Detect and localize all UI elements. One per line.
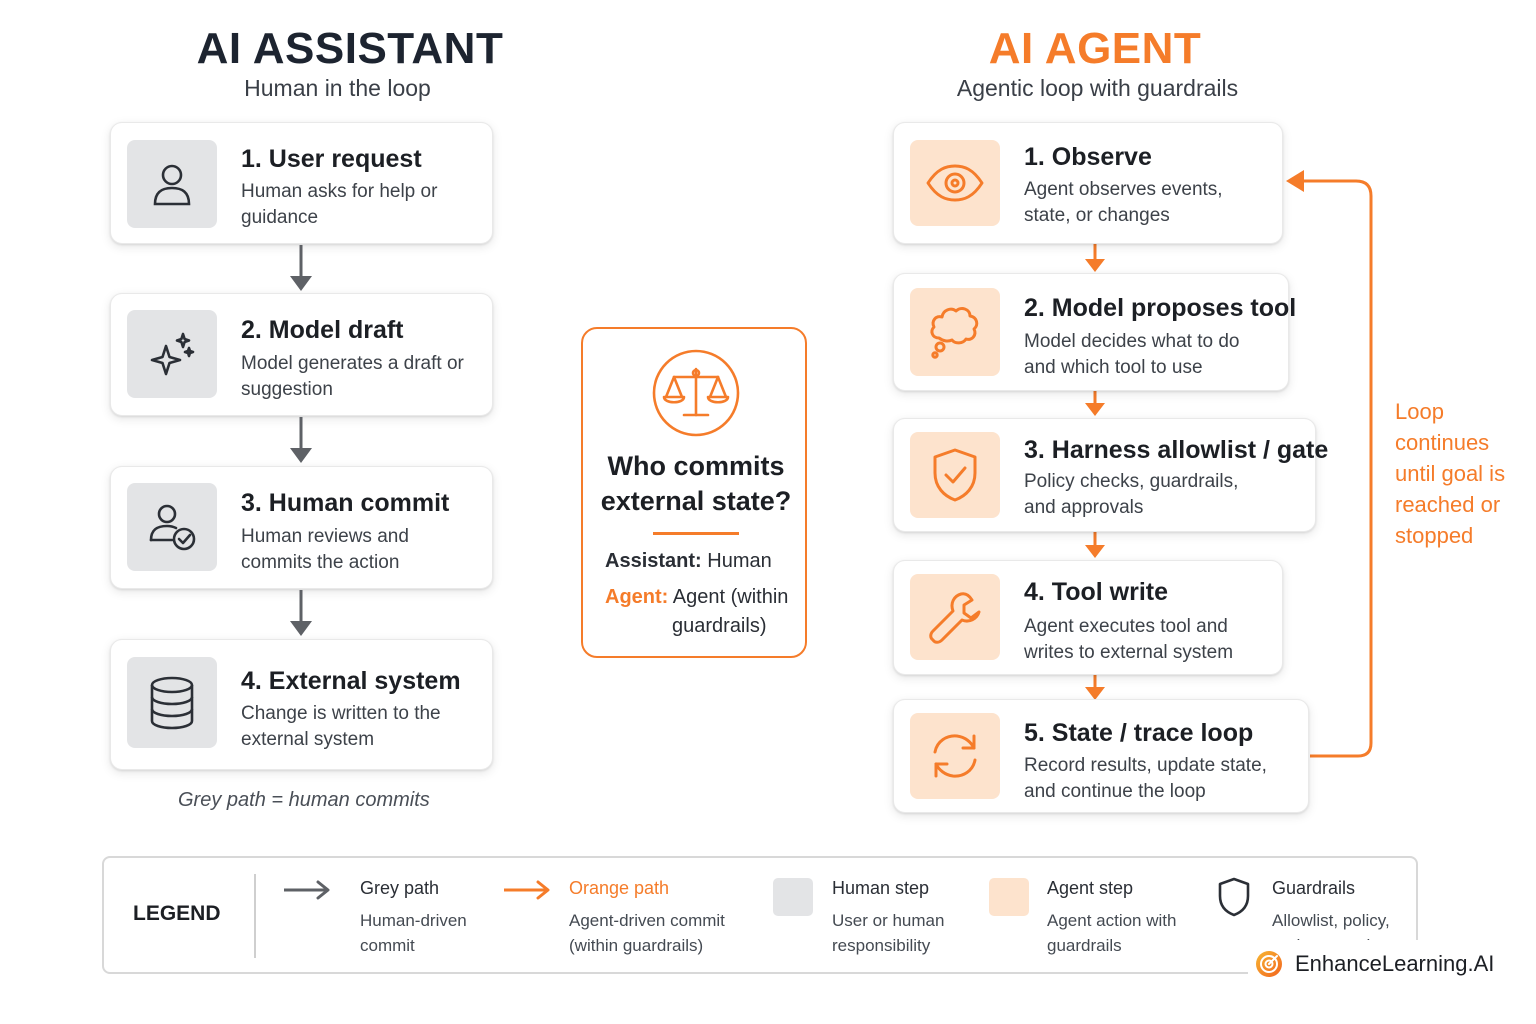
agent-subtitle: Agentic loop with guardrails (956, 75, 1239, 101)
legend-human-desc: User or human responsibility (832, 911, 945, 955)
user-icon (127, 140, 217, 228)
agent-step-5: 5. State / trace loop Record results, up… (893, 699, 1309, 813)
legend-divider (254, 874, 256, 958)
grey-path-note: Grey path = human commits (178, 789, 430, 811)
step-desc: Policy checks, guardrails, and approvals (1024, 471, 1239, 518)
user-check-icon (127, 483, 217, 571)
grey-arrow-icon (284, 880, 330, 900)
step-desc: Model generates a draft or suggestion (241, 353, 464, 400)
agent-title: AI AGENT (988, 24, 1202, 73)
brand-logo-icon (1256, 951, 1282, 977)
legend-grey-title: Grey path (360, 878, 440, 898)
assistant-step-1: 1. User request Human asks for help or g… (110, 122, 493, 244)
thought-cloud-icon (910, 288, 1000, 376)
step-desc: Agent executes tool and writes to extern… (1024, 616, 1234, 663)
assistant-subtitle: Human in the loop (244, 75, 431, 101)
agent-step-swatch (989, 878, 1029, 916)
legend-title: LEGEND (133, 902, 221, 925)
commit-question: Who commits external state? (600, 451, 792, 516)
legend-guardrails-title: Guardrails (1272, 878, 1356, 898)
agent-step-3: 3. Harness allowlist / gate Policy check… (893, 418, 1328, 532)
step-desc: Human reviews and commits the action (241, 526, 409, 573)
shield-icon (1218, 877, 1250, 917)
loop-note: Loop continues until goal is reached or … (1395, 399, 1506, 548)
commit-question-box: Who commits external state? Assistant: H… (581, 327, 807, 658)
scales-icon (650, 347, 742, 444)
assistant-answer-value: Human (701, 550, 772, 572)
assistant-answer-label: Assistant: (605, 550, 702, 572)
assistant-step-4: 4. External system Change is written to … (110, 639, 493, 770)
brand-badge: EnhanceLearning.AI (1248, 940, 1510, 988)
assistant-step-3: 3. Human commit Human reviews and commit… (110, 466, 493, 589)
divider (653, 532, 739, 535)
agent-answer-label: Agent: (605, 586, 669, 608)
step-title: 4. External system (241, 667, 461, 695)
wrench-icon (910, 574, 1000, 660)
agent-answer-value: Agent (within guardrails) (668, 586, 789, 637)
legend-orange-desc: Agent-driven commit (within guardrails) (569, 911, 725, 955)
assistant-title: AI ASSISTANT (196, 24, 504, 73)
agent-step-1: 1. Observe Agent observes events, state,… (893, 122, 1283, 244)
step-title: 3. Human commit (241, 489, 450, 517)
legend-grey-desc: Human-driven commit (360, 911, 467, 955)
database-icon (127, 657, 217, 748)
step-title: 2. Model draft (241, 316, 404, 344)
legend-human-title: Human step (832, 878, 930, 898)
step-desc: Change is written to the external system (241, 703, 441, 750)
shield-check-icon (910, 432, 1000, 518)
sparkle-icon (127, 310, 217, 398)
legend-agent-title: Agent step (1047, 878, 1134, 898)
refresh-icon (910, 713, 1000, 799)
agent-step-2: 2. Model proposes tool Model decides wha… (893, 273, 1296, 391)
step-title: 1. Observe (1024, 143, 1152, 171)
step-title: 2. Model proposes tool (1024, 294, 1297, 322)
step-desc: Record results, update state, and contin… (1024, 755, 1267, 802)
step-title: 4. Tool write (1024, 578, 1168, 606)
legend-agent-desc: Agent action with guardrails (1047, 911, 1177, 955)
eye-icon (910, 140, 1000, 226)
step-title: 1. User request (241, 145, 422, 173)
step-desc: Model decides what to do and which tool … (1024, 331, 1240, 378)
step-title: 5. State / trace loop (1024, 719, 1254, 747)
step-desc: Human asks for help or guidance (241, 181, 438, 228)
step-title: 3. Harness allowlist / gate (1024, 436, 1329, 464)
assistant-answer: Assistant: Human (605, 550, 772, 573)
brand-name: EnhanceLearning.AI (1295, 951, 1495, 976)
assistant-step-2: 2. Model draft Model generates a draft o… (110, 293, 493, 416)
human-step-swatch (773, 878, 813, 916)
orange-arrow-icon (504, 880, 550, 900)
step-desc: Agent observes events, state, or changes (1024, 179, 1223, 226)
legend-orange-title: Orange path (569, 878, 670, 898)
legend: LEGEND Grey path Human-driven commit Ora… (102, 856, 1418, 974)
agent-step-4: 4. Tool write Agent executes tool and wr… (893, 560, 1283, 675)
agent-answer: Agent: Agent (within guardrails) (605, 583, 868, 641)
